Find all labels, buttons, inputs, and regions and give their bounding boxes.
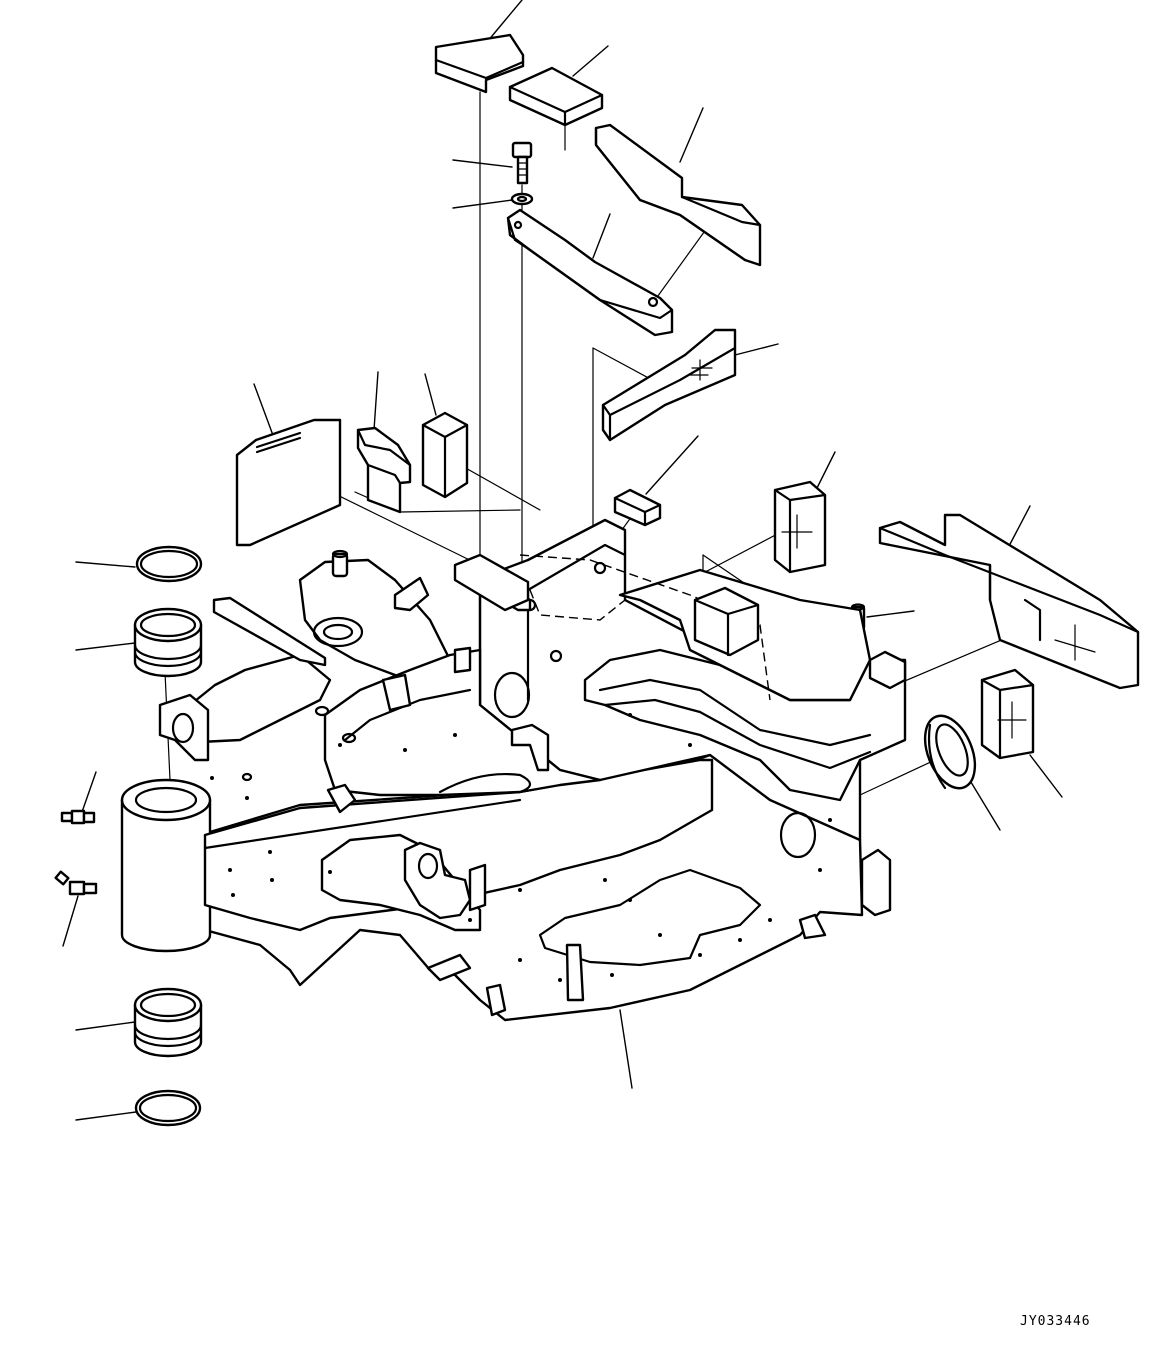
cover-plate-long bbox=[594, 123, 762, 267]
pad-upper-right bbox=[508, 66, 604, 127]
long-stepped-cover bbox=[878, 513, 1140, 690]
pad-upper-left bbox=[434, 33, 525, 94]
oil-seal-ring bbox=[923, 714, 977, 790]
grease-fitting-angled bbox=[54, 870, 98, 896]
stepped-block bbox=[356, 426, 412, 514]
pad-right-side bbox=[980, 668, 1035, 760]
bushing-lower bbox=[133, 987, 203, 1058]
snap-ring-lower bbox=[134, 1089, 202, 1127]
snap-ring-upper bbox=[135, 545, 203, 583]
plate-with-slot bbox=[235, 418, 342, 547]
side-pad-cross bbox=[601, 328, 737, 442]
assembly-lines bbox=[164, 91, 1026, 796]
rubber-block bbox=[421, 411, 469, 499]
revolving-frame bbox=[120, 518, 907, 1022]
cross-pad-right bbox=[773, 480, 827, 574]
mounting-bolt bbox=[511, 141, 533, 185]
drawing-code: JY033446 bbox=[1020, 1314, 1091, 1329]
bracket-plate bbox=[506, 208, 674, 337]
small-pad bbox=[613, 488, 662, 527]
grease-fitting-straight bbox=[60, 809, 96, 825]
washer bbox=[510, 192, 534, 206]
frame-small-parts bbox=[241, 553, 907, 782]
bushing-upper bbox=[133, 607, 203, 678]
